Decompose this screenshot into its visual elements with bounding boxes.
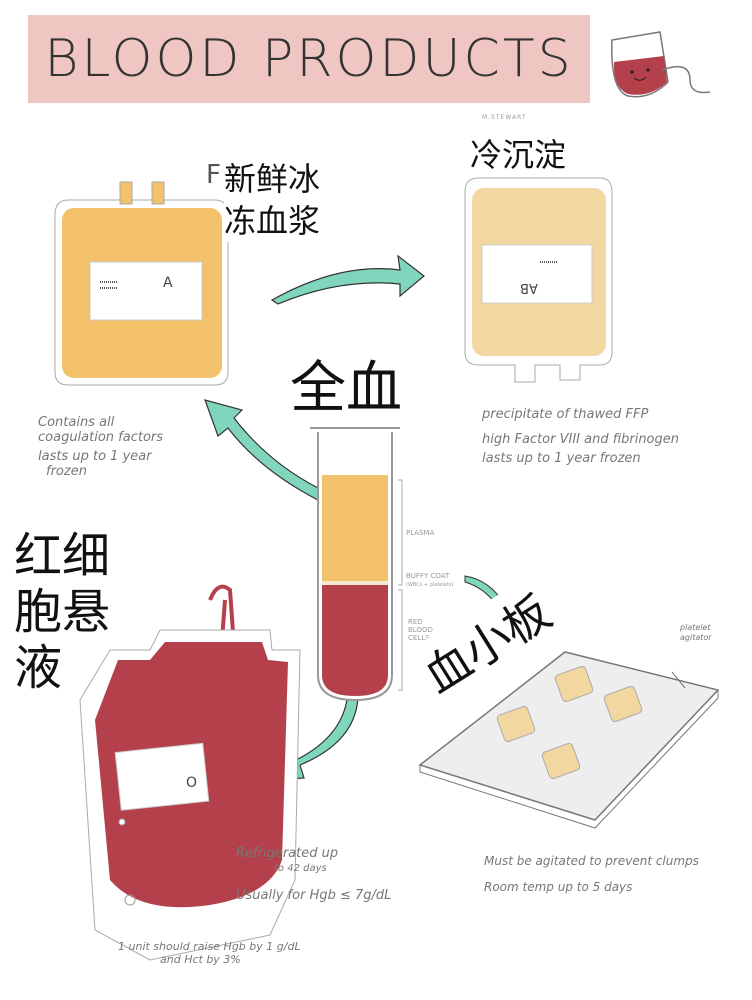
whole-blood-label-cn: 全血: [290, 356, 402, 421]
cryo-notes: precipitate of thawed FFP high Factor VI…: [482, 402, 679, 466]
ffp-label-partial: F: [206, 160, 221, 190]
title-banner: BLOOD PRODUCTS: [28, 15, 590, 103]
platelet-note: Room temp up to 5 days: [484, 880, 633, 894]
cryo-label-cn: 冷沉淀: [470, 136, 567, 174]
rbc-note: 1 unit should raise Hgb by 1 g/dL: [118, 940, 301, 953]
whole-blood-tube: [310, 427, 403, 702]
layer-buffy-coat: BUFFY COAT: [406, 572, 450, 580]
signature: M.STEWART: [482, 114, 527, 121]
bag-mascot-icon: [611, 31, 711, 98]
platelet-note: Must be agitated to prevent clumps: [484, 854, 699, 868]
rbc-notes: Refrigerated up to 42 days Usually for H…: [236, 846, 391, 903]
agitator-label-line: platelet: [680, 623, 711, 632]
platelet-notes: Must be agitated to prevent clumps Room …: [484, 848, 699, 900]
rbc-label-cn: 红细 胞悬 液: [14, 528, 110, 696]
cryo-bag: [464, 177, 613, 383]
rbc-label-cn-line: 红细: [14, 528, 111, 584]
layer-rbc: RED BLOOD CELLS: [408, 618, 433, 642]
rbc-label-cn-line: 胞悬: [14, 584, 111, 640]
rbc-notes-bottom: 1 unit should raise Hgb by 1 g/dL and Hc…: [118, 940, 301, 966]
title: BLOOD PRODUCTS: [44, 29, 574, 89]
ffp-note: lasts up to 1 year: [38, 449, 152, 464]
rbc-note: Refrigerated up: [236, 846, 339, 861]
rbc-note: Usually for Hgb ≤ 7g/dL: [236, 888, 392, 903]
agitator-label: platelet agitator: [680, 623, 712, 643]
platelet-agitator: [418, 651, 720, 829]
agitator-label-line: agitator: [680, 633, 712, 642]
rbc-note: and Hct by 3%: [160, 953, 241, 966]
ffp-label-cn-line1: 新鲜冰: [224, 160, 321, 198]
layer-buffy-coat-detail: (WBCs + platelets): [406, 582, 454, 588]
cryo-bag-label: AB: [520, 280, 538, 295]
arrow-tube-to-ffp: [204, 399, 319, 501]
arrow-ffp-to-cryo: [270, 254, 425, 305]
ffp-bag-label: A: [163, 275, 173, 291]
cryo-note: high Factor VIII and fibrinogen: [482, 432, 679, 447]
ffp-label-cn: 新鲜冰 冻血浆: [224, 158, 321, 242]
rbc-label-cn-line: 液: [14, 640, 63, 696]
rbc-bag: [79, 584, 301, 961]
cryo-note: precipitate of thawed FFP: [482, 407, 649, 422]
ffp-note: coagulation factors: [38, 430, 164, 445]
ffp-note: frozen: [46, 464, 87, 479]
layer-plasma: PLASMA: [406, 529, 435, 537]
rbc-note: to 42 days: [274, 863, 327, 874]
ffp-label-cn-line2: 冻血浆: [224, 202, 321, 240]
ffp-bag: [54, 181, 229, 386]
ffp-notes: Contains all coagulation factors lasts u…: [28, 415, 163, 479]
cryo-note: lasts up to 1 year frozen: [482, 451, 641, 466]
ffp-note: Contains all: [38, 415, 115, 430]
rbc-bag-label: O: [186, 775, 198, 791]
